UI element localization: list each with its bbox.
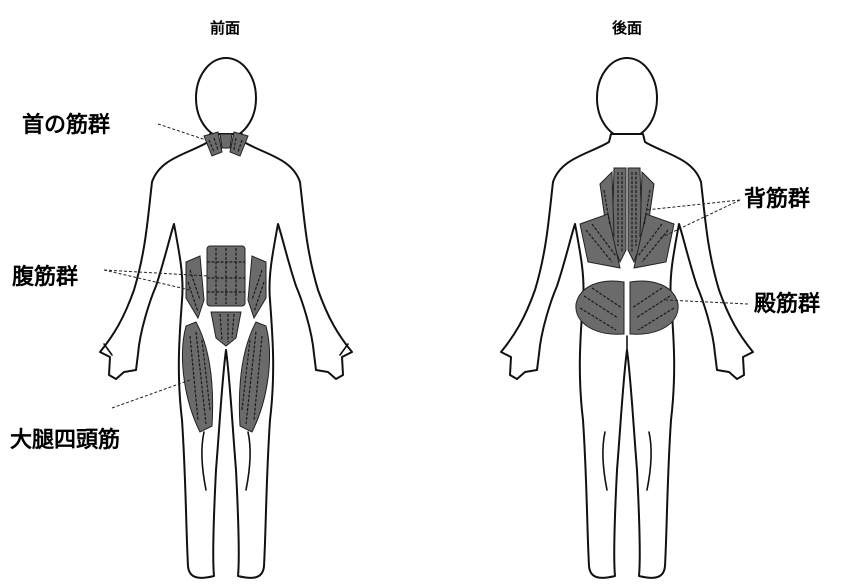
back-body-outline — [501, 134, 753, 578]
front-neck-muscle-center — [220, 134, 232, 148]
back-head — [597, 58, 657, 138]
neck-muscles-label: 首の筋群 — [22, 112, 110, 138]
front-view-title: 前面 — [210, 19, 240, 37]
back-view-title: 後面 — [611, 19, 642, 37]
front-head — [196, 58, 256, 138]
front-body-outline — [100, 134, 352, 578]
back-muscles-label: 背筋群 — [744, 186, 810, 212]
back-body-figure — [501, 58, 753, 578]
front-body-figure — [100, 58, 352, 578]
gluteal-muscles-label: 殿筋群 — [753, 291, 820, 317]
quadriceps-label: 大腿四頭筋 — [10, 427, 120, 453]
abdominal-muscles-label: 腹筋群 — [12, 264, 78, 290]
quadriceps-leader-line — [112, 380, 190, 408]
neck-leader-line — [158, 124, 206, 140]
